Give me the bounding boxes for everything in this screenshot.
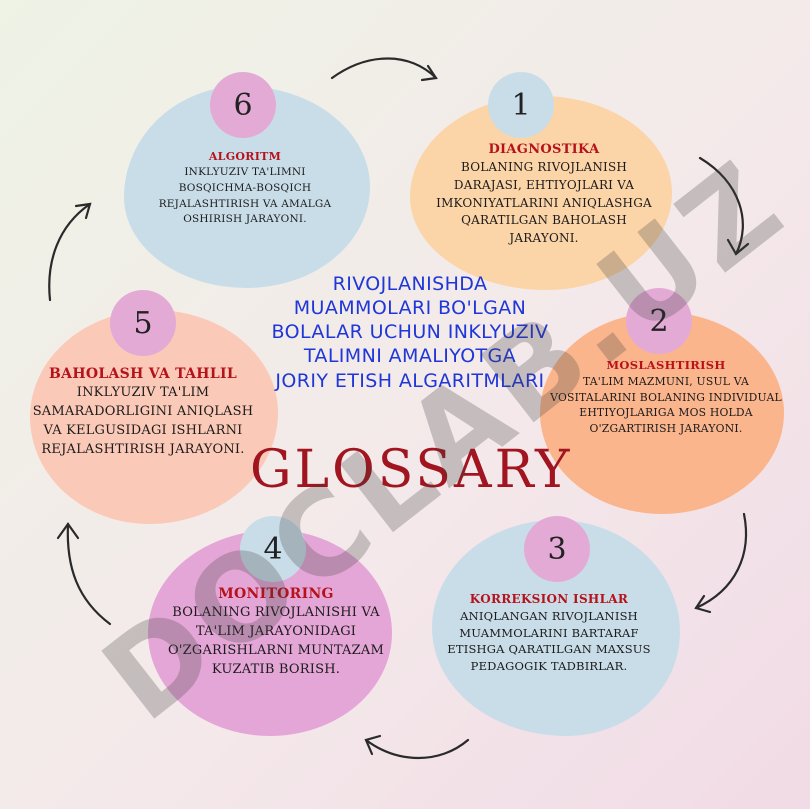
step-4-title: MONITORING	[218, 586, 334, 602]
step-1-line: IMKONIYATLARINI ANIQLASHGA	[436, 195, 652, 210]
step-3-title: KORREKSION ISHLAR	[469, 592, 629, 606]
step-5-line: SAMARADORLIGINI ANIQLASH	[32, 403, 254, 419]
step-3-line: MUAMMOLARINI BARTARAF	[459, 625, 639, 640]
arrow-2-to-3	[694, 512, 748, 610]
step-3-number-badge: 3	[524, 516, 590, 582]
step-6-number-badge: 6	[210, 72, 276, 138]
arrowhead-1-to-2	[726, 238, 750, 256]
step-1-card: DIAGNOSTIKA BOLANING RIVOJLANISH DARAJAS…	[432, 142, 656, 248]
heading-line: TALIMNI AMALIYOTGA	[303, 345, 517, 368]
arrowhead-6-to-1	[420, 64, 438, 82]
arrowhead-3-to-4	[364, 734, 382, 756]
step-3-card: KORREKSION ISHLAR ANIQLANGAN RIVOJLANISH…	[440, 592, 658, 675]
step-6-description: INKLYUZIV TA'LIMNI BOSQICHMA-BOSQICH REJ…	[150, 165, 340, 228]
step-1-number-badge: 1	[488, 72, 554, 138]
step-4-number-badge: 4	[240, 516, 306, 582]
step-5-number-badge: 5	[110, 290, 176, 356]
step-4-line: KUZATIB BORISH.	[211, 661, 341, 677]
step-5-title: BAHOLASH VA TAHLIL	[49, 366, 237, 382]
step-6-card: ALGORITM INKLYUZIV TA'LIMNI BOSQICHMA-BO…	[150, 150, 340, 228]
step-2-title: MOSLASHTIRISH	[606, 358, 726, 372]
central-heading: RIVOJLANISHDA MUAMMOLARI BO'LGAN BOLALAR…	[262, 272, 558, 393]
step-6-line: INKLYUZIV TA'LIMNI	[184, 166, 306, 178]
glossary-title: GLOSSARY	[250, 440, 573, 500]
arrow-1-to-2	[698, 156, 744, 256]
step-3-description: ANIQLANGAN RIVOJLANISH MUAMMOLARINI BART…	[440, 608, 658, 675]
step-6-line: OSHIRISH JARAYONI.	[183, 213, 307, 226]
step-4-line: TA'LIM JARAYONIDAGI	[195, 623, 357, 639]
arrow-5-to-6	[48, 202, 92, 302]
step-4-line: O'ZGARISHLARNI MUNTAZAM	[168, 642, 384, 658]
step-3-line: ANIQLANGAN RIVOJLANISH	[460, 609, 638, 623]
arrow-6-to-1	[330, 57, 438, 80]
step-2-line: TA'LIM MAZMUNI, USUL VA	[582, 375, 750, 388]
step-1-line: QARATILGAN BAHOLASH	[461, 213, 627, 228]
arrow-4-to-5	[66, 522, 112, 626]
step-5-card: BAHOLASH VA TAHLIL INKLYUZIV TA'LIM SAMA…	[32, 366, 254, 459]
step-2-description: TA'LIM MAZMUNI, USUL VA VOSITALARINI BOL…	[548, 374, 784, 437]
step-5-line: INKLYUZIV TA'LIM	[76, 385, 210, 400]
heading-line: MUAMMOLARI BO'LGAN	[293, 297, 527, 320]
step-5-line: REJALASHTIRISH JARAYONI.	[41, 441, 245, 457]
step-4-description: BOLANING RIVOJLANISHI VA TA'LIM JARAYONI…	[158, 604, 394, 679]
step-1-line: BOLANING RIVOJLANISH	[460, 160, 628, 174]
heading-line: JORIY ETISH ALGARITMLARI	[275, 369, 545, 392]
heading-line: RIVOJLANISHDA	[332, 273, 488, 295]
step-4-card: MONITORING BOLANING RIVOJLANISHI VA TA'L…	[158, 586, 394, 679]
heading-line: BOLALAR UCHUN INKLYUZIV	[271, 321, 549, 344]
step-3-line: ETISHGA QARATILGAN MAXSUS	[447, 642, 651, 657]
step-1-line: JARAYONI.	[509, 231, 579, 245]
step-4-line: BOLANING RIVOJLANISHI VA	[172, 605, 380, 620]
step-3-line: PEDAGOGIK TADBIRLAR.	[470, 659, 628, 674]
step-6-title: ALGORITM	[208, 150, 282, 163]
arrowhead-5-to-6	[74, 202, 92, 220]
step-1-description: BOLANING RIVOJLANISH DARAJASI, EHTIYOJLA…	[432, 159, 656, 248]
step-6-line: REJALASHTIRISH VA AMALGA	[158, 197, 332, 210]
step-2-line: EHTIYOJLARIGA MOS HOLDA	[579, 406, 753, 420]
step-2-card: MOSLASHTIRISH TA'LIM MAZMUNI, USUL VA VO…	[548, 358, 784, 437]
step-5-description: INKLYUZIV TA'LIM SAMARADORLIGINI ANIQLAS…	[32, 384, 254, 459]
step-5-line: VA KELGUSIDAGI ISHLARNI	[43, 422, 243, 438]
step-2-number-badge: 2	[626, 288, 692, 354]
arrow-3-to-4	[364, 738, 470, 759]
step-1-title: DIAGNOSTIKA	[488, 142, 600, 157]
arrowhead-2-to-3	[694, 594, 712, 614]
step-6-line: BOSQICHMA-BOSQICH	[178, 181, 312, 194]
step-1-line: DARAJASI, EHTIYOJLARI VA	[453, 177, 635, 192]
step-2-line: O'ZGARTIRISH JARAYONI.	[589, 421, 743, 435]
arrowhead-4-to-5	[56, 522, 80, 540]
step-2-line: VOSITALARINI BOLANING INDIVIDUAL	[550, 390, 782, 404]
